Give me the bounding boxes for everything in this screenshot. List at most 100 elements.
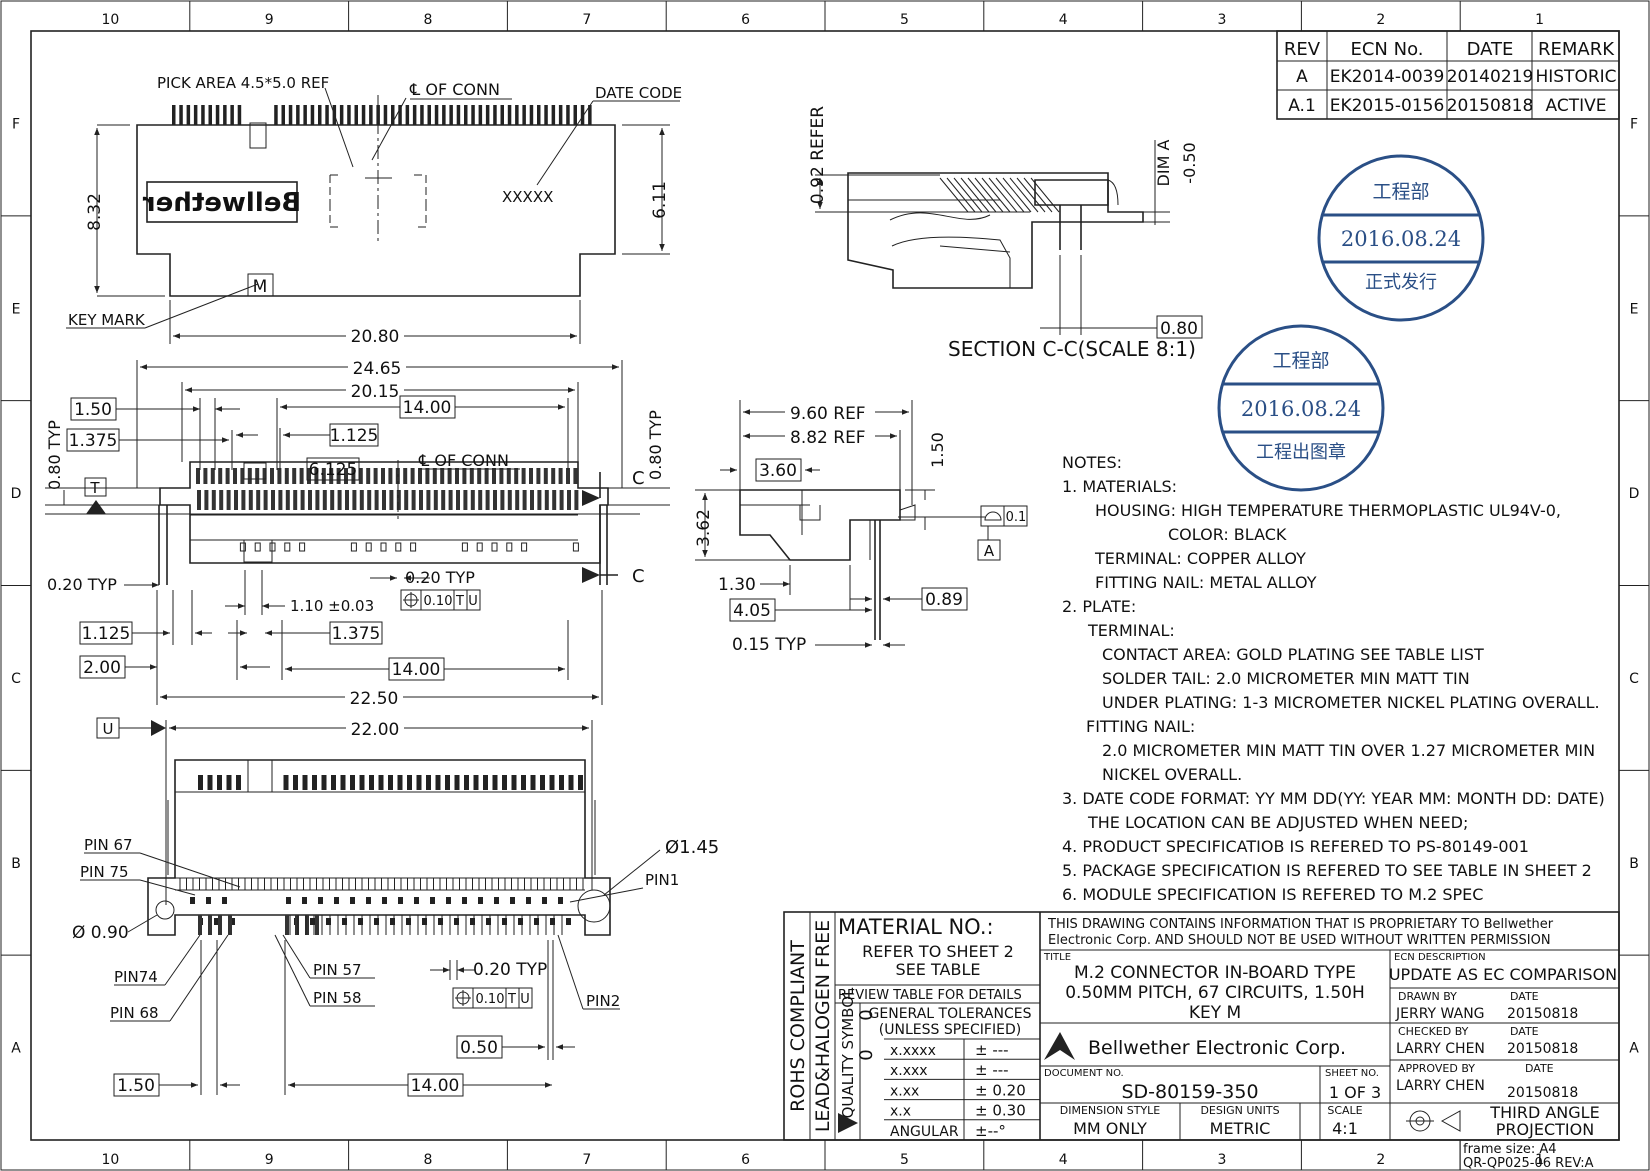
pin [588, 105, 592, 125]
pin [283, 775, 289, 790]
zone-row-left: F [12, 116, 20, 132]
pin [217, 775, 222, 790]
logo-plate [146, 181, 298, 223]
zone-row-right: D [1629, 486, 1640, 502]
pin [478, 105, 483, 125]
pin [373, 468, 378, 484]
pin [551, 105, 556, 125]
tail [208, 915, 212, 935]
pin [366, 468, 371, 484]
pin-pad [395, 542, 402, 552]
dim-6-125: 6.125 [309, 460, 358, 480]
pin [197, 490, 201, 510]
pin [383, 105, 388, 125]
pin [507, 105, 512, 125]
pin [336, 468, 341, 484]
pin [566, 468, 570, 484]
pad [366, 897, 371, 904]
zone-row-right: A [1629, 1041, 1639, 1057]
pad [206, 897, 211, 904]
pin-pad [521, 542, 528, 552]
third-angle-label: THIRD ANGLE [1489, 1103, 1599, 1122]
pin [477, 468, 482, 484]
dim-24-65: 24.65 [353, 359, 402, 379]
dim-3-62: 3.62 [694, 509, 714, 547]
stamp-status: 正式发行 [1365, 272, 1437, 293]
pin [470, 490, 475, 510]
company-name: Bellwether Electronic Corp. [1088, 1037, 1346, 1059]
pick-area-label: PICK AREA 4.5*5.0 REF [157, 74, 329, 92]
pin [435, 775, 441, 790]
dim-0-80: 0.80 [1160, 319, 1198, 339]
dim-1-125-bottom: 1.125 [82, 624, 131, 644]
front-centerline-label: ℄ OF CONN [418, 451, 509, 470]
pin [463, 490, 468, 510]
zone-col-bottom: 4 [1059, 1152, 1068, 1168]
stamp-date: 2016.08.24 [1341, 227, 1461, 251]
pin-pad [461, 542, 468, 552]
quality-symbol-label: QUALITY SYMBOL [839, 987, 857, 1118]
note-line: TERMINAL: COPPER ALLOY [1094, 549, 1306, 568]
pin [536, 468, 541, 484]
date-code-label: DATE CODE [595, 84, 682, 102]
zone-col-top: 2 [1376, 12, 1385, 28]
pin [308, 490, 312, 510]
pin [499, 468, 504, 484]
pin [464, 775, 469, 790]
pad [286, 897, 291, 904]
tol-value: ± 0.30 [975, 1102, 1026, 1120]
pin [299, 468, 304, 484]
pin [405, 105, 410, 125]
pin [351, 468, 356, 484]
rev-cell: EK2015-0156 [1330, 96, 1445, 116]
zone-col-bottom: 1 [1535, 1152, 1544, 1168]
pad [390, 918, 395, 925]
approval-stamp-2: 工程部 2016.08.24 工程出图章 [1217, 324, 1385, 492]
pin [274, 105, 278, 125]
see-table-label: SEE TABLE [896, 960, 981, 979]
tail [218, 915, 222, 935]
zone-row-left: C [11, 671, 21, 687]
pin-pad [254, 542, 261, 552]
bottom-view: U 22.00 PIN 67 PIN 75 Ø1.45 PIN1 Ø 0.90 … [72, 717, 719, 1097]
zone-row-right: B [1629, 856, 1639, 872]
pin [219, 490, 224, 510]
pin [412, 105, 417, 125]
pin [445, 775, 450, 790]
pin [441, 490, 446, 510]
pin [404, 490, 409, 510]
lead-halogen-label: LEAD&HALOGEN FREE [812, 920, 834, 1132]
stamp-status: 工程出图章 [1256, 442, 1346, 463]
pin [469, 468, 474, 484]
pin-67-label: PIN 67 [84, 836, 133, 854]
pin [278, 490, 283, 510]
pin [578, 775, 583, 790]
tol-datum-t: T [507, 992, 516, 1007]
pin [352, 490, 357, 510]
pin [369, 105, 373, 125]
datum-a: A [984, 542, 995, 560]
tol-datum-t: T [455, 594, 464, 609]
pad [438, 918, 443, 925]
pin [281, 105, 285, 125]
key-mark-label: KEY MARK [68, 311, 146, 329]
rev-cell: ACTIVE [1546, 96, 1607, 116]
zone-col-top: 8 [424, 12, 433, 28]
pin [493, 105, 497, 125]
pad [358, 918, 363, 925]
pin-pad [572, 542, 579, 552]
title-line-3: KEY M [1189, 1003, 1241, 1023]
title-line-1: M.2 CONNECTOR IN-BOARD TYPE [1074, 963, 1356, 983]
pin [247, 468, 252, 484]
pin [484, 468, 489, 484]
pin [204, 490, 209, 510]
pin [196, 468, 200, 484]
zone-col-top: 10 [101, 12, 119, 28]
pad [478, 897, 483, 904]
zone-col-bottom: 6 [741, 1152, 750, 1168]
dim-0-80-typ-left: 0.80 TYP [45, 420, 64, 490]
tail [228, 915, 232, 935]
pin [483, 775, 488, 790]
tol-value: ± --- [975, 1061, 1009, 1079]
dim-1-10: 1.10 ±0.03 [290, 597, 374, 615]
